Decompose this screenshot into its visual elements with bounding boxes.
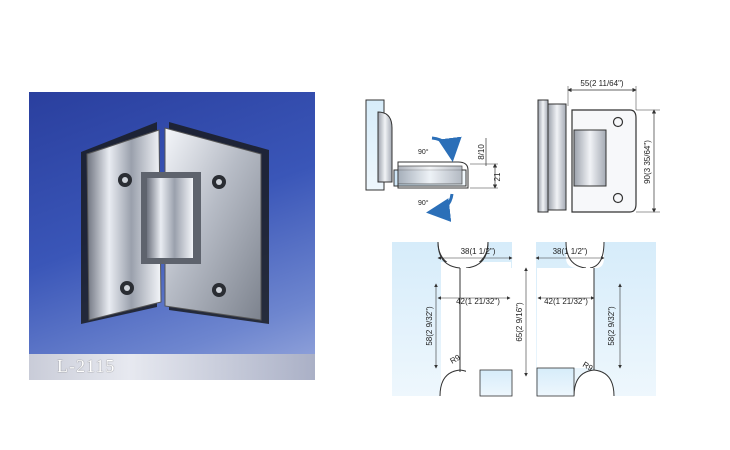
cutout-right-drawing: 38(1 1/2") 42(1 21/32") 58(2 9/32") 65(2… [515, 241, 656, 397]
side-view-angle-open: 90° [418, 148, 429, 156]
model-label-bar: L-2115 [29, 354, 315, 380]
front-view-drawing: 55(2 11/64") 90(3 35/64") [537, 79, 660, 213]
cutout-left-top-width: 38(1 1/2") [461, 247, 496, 256]
cutout-right-top-width: 38(1 1/2") [553, 247, 588, 256]
cutout-left-drawing: 38(1 1/2") 42(1 21/32") 58(2 9/32") R9 [392, 241, 513, 397]
hinge-photo-illustration [81, 122, 269, 324]
cutout-right-height: 58(2 9/32") [607, 306, 616, 346]
cutout-left-inner-width: 42(1 21/32") [456, 297, 500, 306]
model-label: L-2115 [57, 356, 116, 376]
front-view-height: 90(3 35/64") [643, 140, 652, 184]
side-view-dim-a: 8/10 [477, 144, 486, 160]
cutout-right-total-height: 65(2 9/16") [515, 302, 524, 342]
side-view-dim-b: 21 [493, 172, 502, 181]
front-view-width: 55(2 11/64") [580, 79, 624, 88]
cutout-right-inner-width: 42(1 21/32") [544, 297, 588, 306]
cutout-left-height: 58(2 9/32") [425, 306, 434, 346]
side-view-angle-close: 90° [418, 199, 429, 207]
side-view-drawing: 90° 90° 8/10 21 [365, 99, 502, 222]
product-photo: L-2115 [29, 92, 315, 380]
